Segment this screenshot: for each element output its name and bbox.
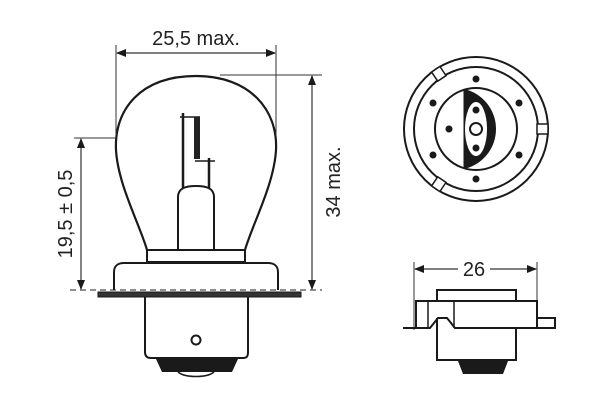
side-view: 25,5 max. 34 max. 19,5 ± 0,5 xyxy=(55,28,345,378)
bottom-view xyxy=(403,56,549,202)
filament-stem xyxy=(177,184,215,250)
reference-plate xyxy=(97,291,302,298)
flange xyxy=(113,262,279,290)
bulb-base xyxy=(144,297,249,359)
bulb-glass xyxy=(114,74,278,251)
contact-plate xyxy=(156,359,238,372)
filament-icon xyxy=(194,117,200,159)
base-side-view: 26 xyxy=(403,258,556,374)
height-label: 34 max. xyxy=(323,146,345,217)
width-label: 25,5 max. xyxy=(152,28,240,50)
base-width-label: 26 xyxy=(463,259,485,281)
base-pin xyxy=(190,334,202,346)
focal-label: 19,5 ± 0,5 xyxy=(55,170,77,259)
bulb-neck xyxy=(146,250,246,263)
